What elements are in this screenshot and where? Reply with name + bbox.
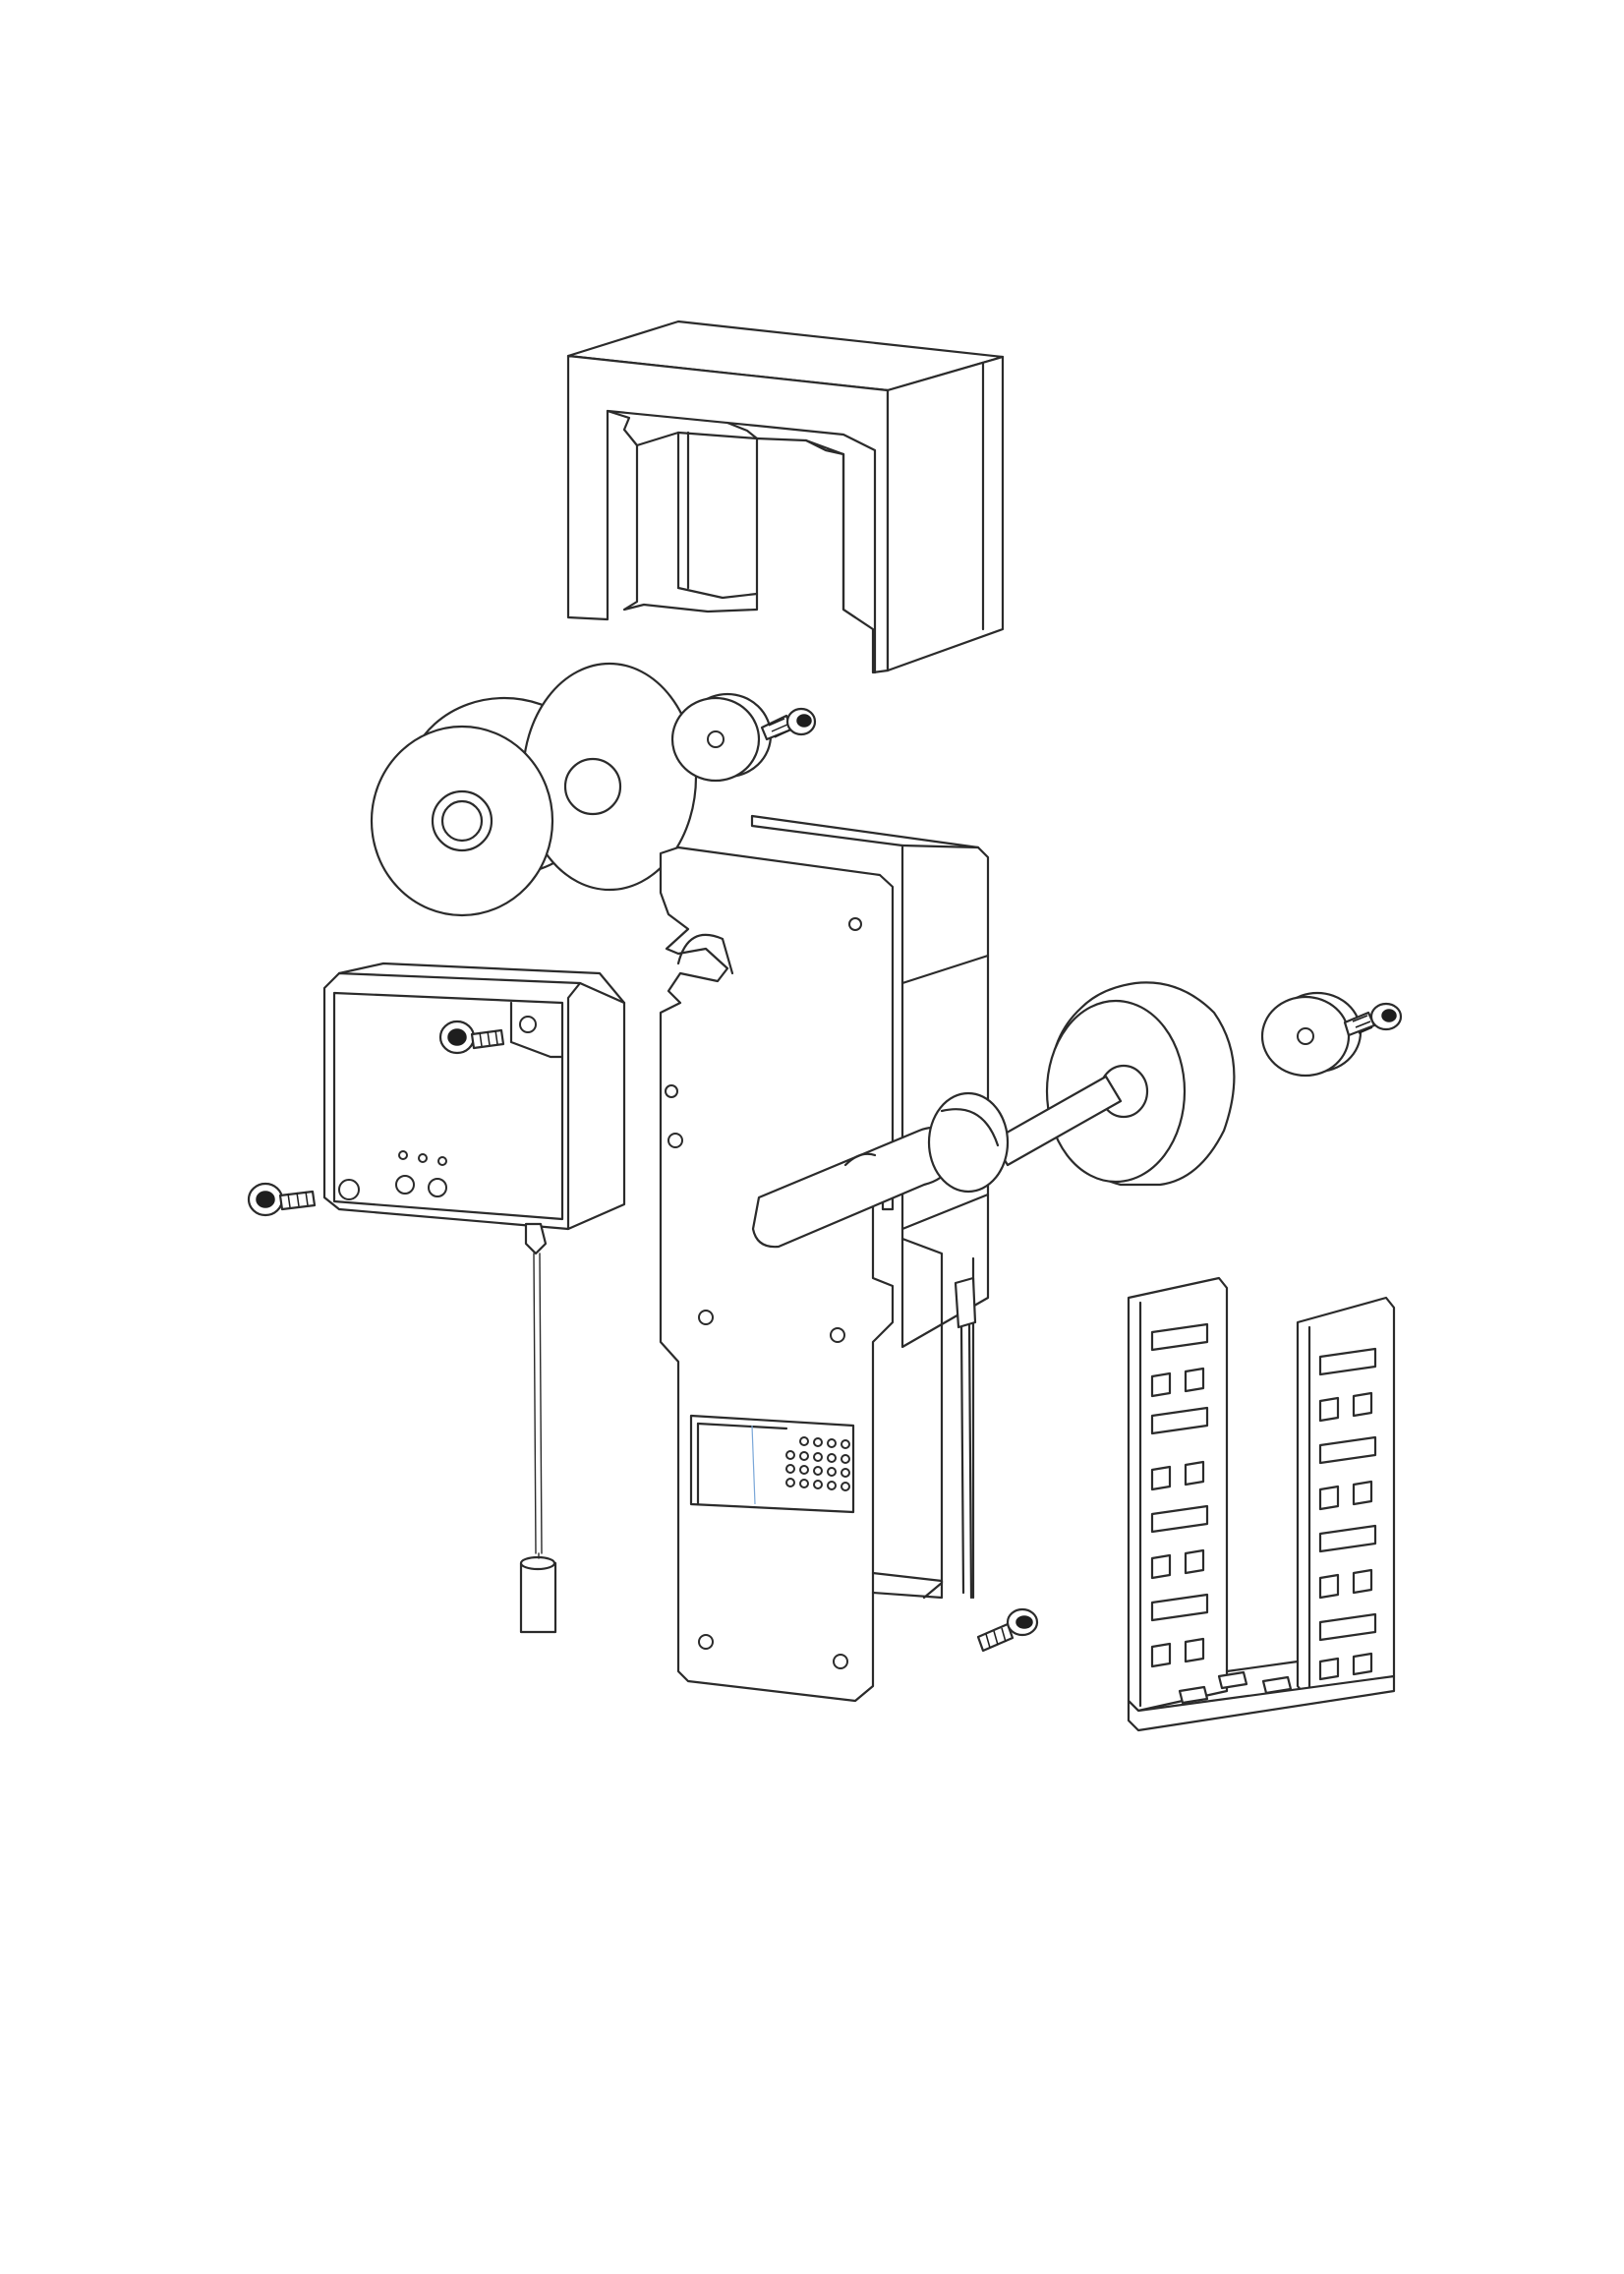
box-screw-left-icon: [247, 1182, 317, 1217]
washer-top: [670, 692, 773, 783]
top-u-cover: [566, 320, 1005, 674]
washer-right: [1260, 991, 1363, 1078]
control-box: [322, 962, 626, 1634]
vent-hole-grid: [785, 1436, 850, 1491]
left-leg-slots: [1150, 1322, 1209, 1668]
right-leg-slots: [1318, 1347, 1377, 1681]
screw-right-icon: [1343, 1002, 1403, 1037]
front-mounting-plate: [659, 845, 944, 1703]
large-pulley-wheel: [370, 662, 698, 917]
guide-rod: [954, 1276, 977, 1600]
screw-top-icon: [760, 707, 817, 741]
box-screw-top-icon: [438, 1020, 505, 1055]
screw-bottom-icon: [976, 1607, 1039, 1653]
u-channel-bracket: [1127, 1276, 1396, 1732]
roller-assembly: [927, 981, 1236, 1194]
